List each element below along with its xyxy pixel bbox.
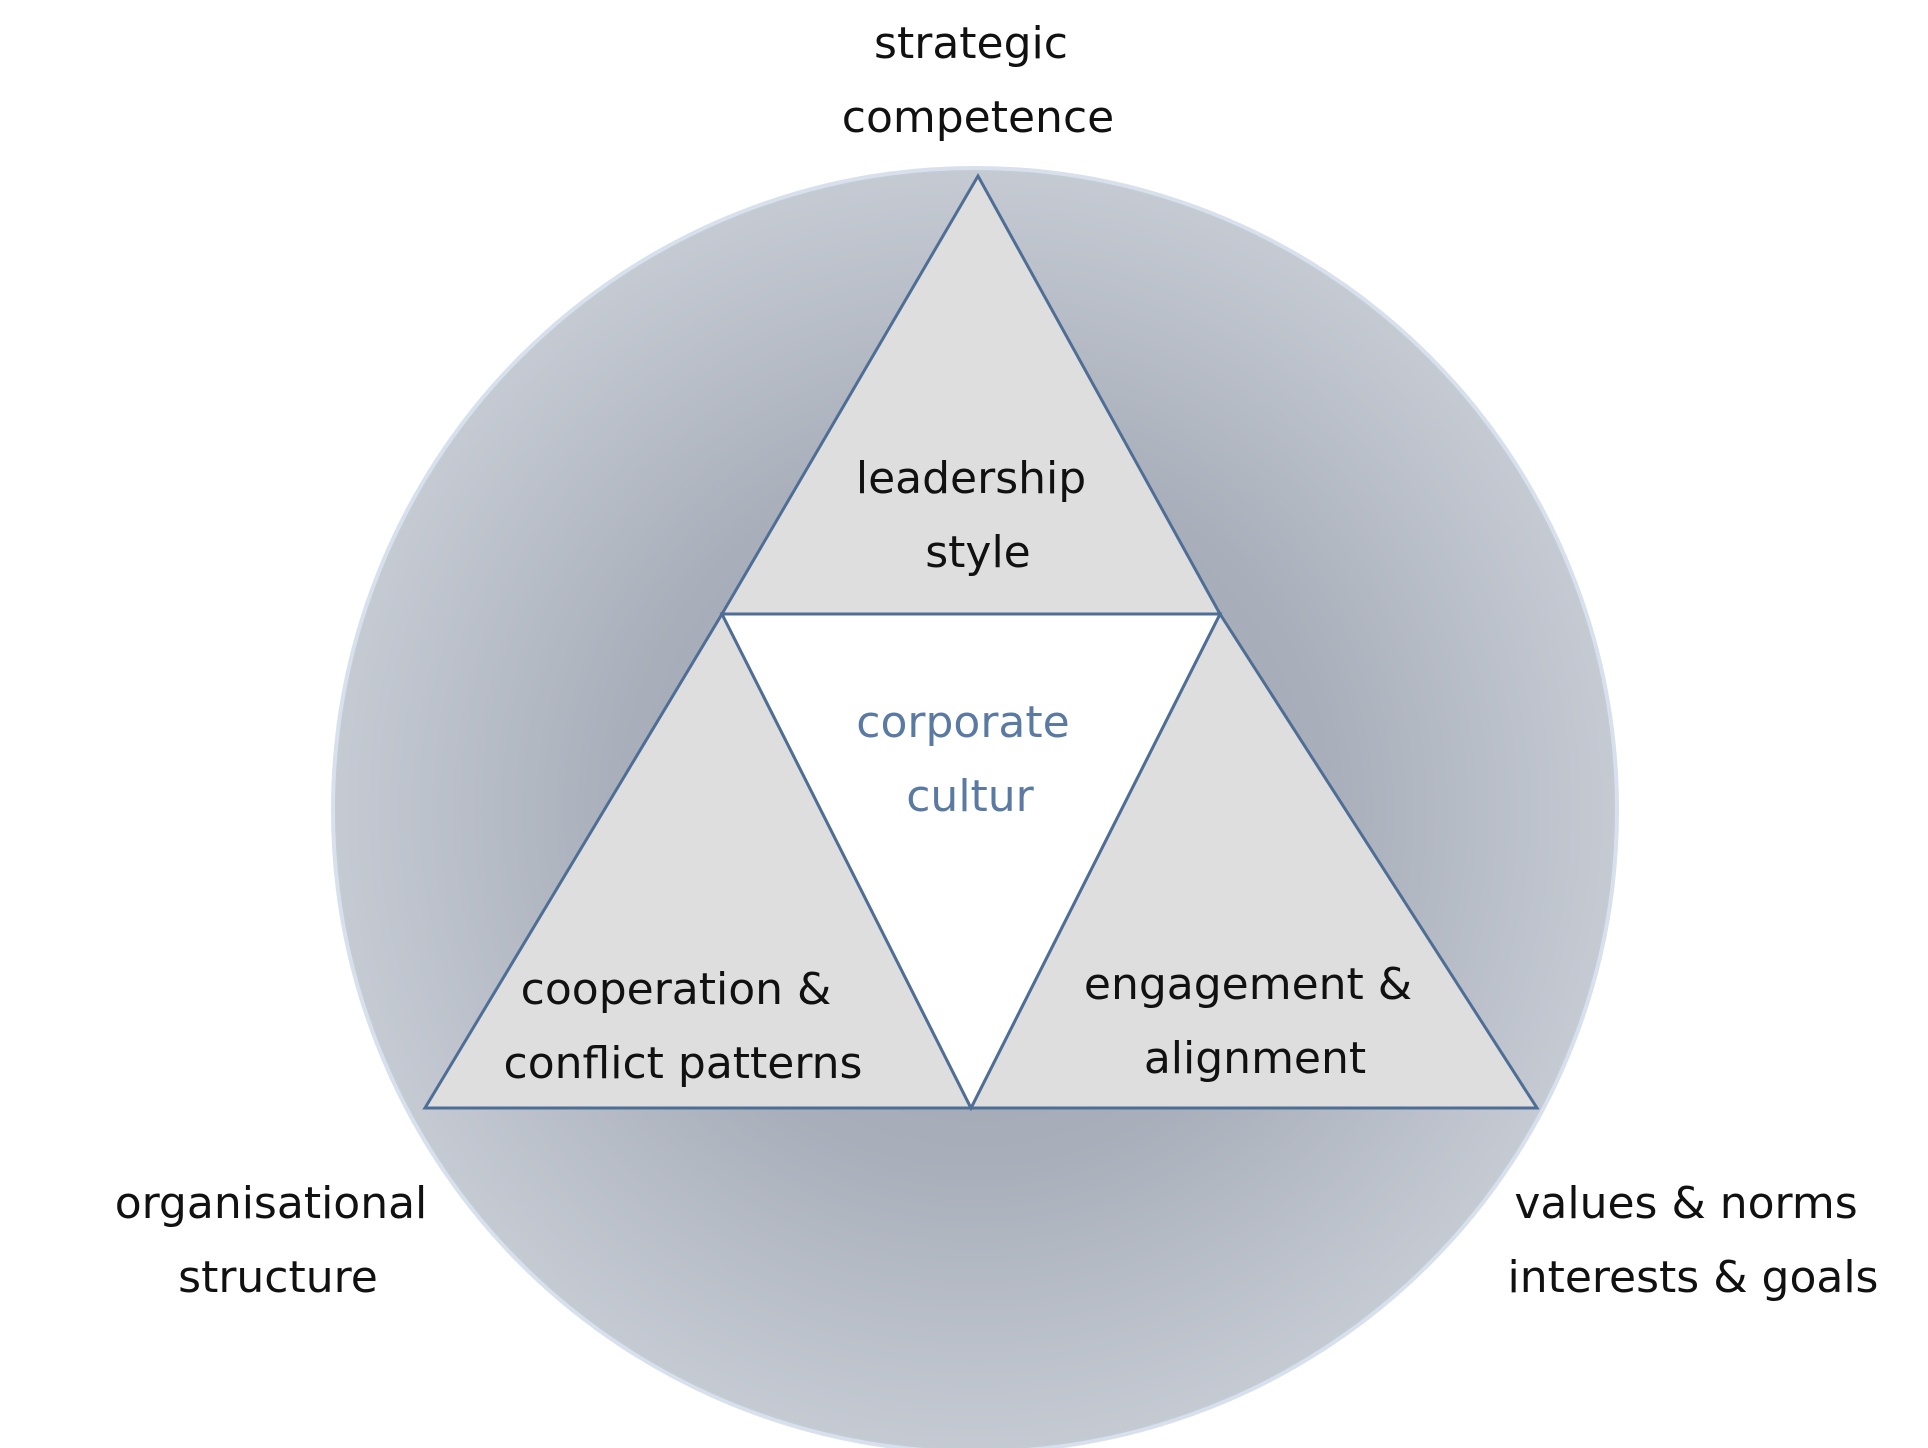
label-organisational-structure: organisational structure <box>115 1178 442 1303</box>
label-cooperation-conflict-patterns: cooperation & conflict patterns <box>504 964 863 1089</box>
label-strategic-competence: strategic competence <box>842 18 1114 143</box>
label-leadership-style: leadership style <box>856 453 1100 578</box>
label-values-norms-interests-goals: values & norms interests & goals <box>1508 1178 1879 1303</box>
label-corporate-cultur: corporate cultur <box>856 697 1083 822</box>
corporate-culture-triangle <box>719 612 1223 1112</box>
label-engagement-alignment: engagement & alignment <box>1084 959 1426 1084</box>
